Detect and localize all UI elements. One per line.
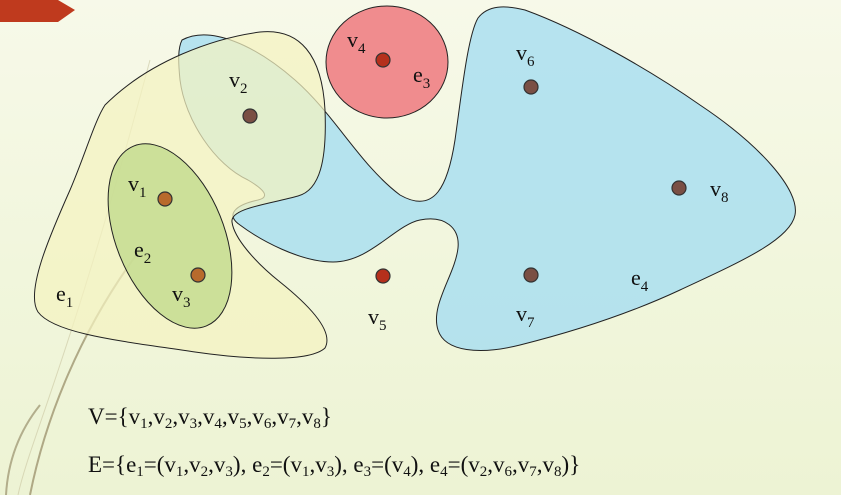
formula-member-v7: v7 [517, 452, 537, 480]
vertex-v7 [523, 267, 539, 283]
vertex-v3 [190, 267, 206, 283]
edge-label-e1: e1 [56, 281, 73, 311]
vertex-v2 [242, 108, 258, 124]
edge-label-e4: e4 [631, 265, 649, 295]
formula-edge-e1: e1 [126, 452, 144, 480]
vertex-label-v4: v4 [347, 27, 366, 57]
formula-vertex-v5: v5 [227, 404, 247, 432]
formula-edge-e4: e4 [429, 452, 448, 480]
formula-member-v2: v2 [189, 452, 209, 480]
formula-vertex-v4: v4 [202, 404, 222, 432]
formula-member-v1: v1 [164, 452, 184, 480]
formula-member-v4: v4 [391, 452, 411, 480]
formula-member-v3: v3 [315, 452, 335, 480]
formula-vertex-v3: v3 [178, 404, 198, 432]
decor-swoosh-line [5, 404, 41, 495]
formula-member-v3: v3 [213, 452, 233, 480]
formula-vertex-v1: v1 [128, 404, 148, 432]
formula-vertex-v2: v2 [153, 404, 173, 432]
vertex-label-v8: v8 [710, 176, 729, 206]
vertex-label-v6: v6 [516, 40, 535, 70]
vertex-v1 [157, 191, 173, 207]
vertex-v8 [671, 180, 687, 196]
vertex-v6 [523, 79, 539, 95]
edge-set-formula: E={e1=(v1,v2,v3), e2=(v1,v3), e3=(v4), e… [88, 452, 581, 480]
vertex-label-v1: v1 [128, 171, 147, 201]
formula-member-v8: v8 [542, 452, 562, 480]
vertex-set-formula: V={v1,v2,v3,v4,v5,v6,v7,v8} [88, 404, 332, 432]
formula-member-v1: v1 [290, 452, 310, 480]
formula-vertex-v7: v7 [277, 404, 297, 432]
formula-member-v2: v2 [468, 452, 488, 480]
hyperedge-e2 [107, 143, 233, 329]
formula-edge-e3: e3 [353, 452, 372, 480]
vertex-label-v2: v2 [229, 67, 248, 97]
edge-label-e2: e2 [134, 237, 151, 267]
vertex-label-v3: v3 [172, 281, 191, 311]
formula-vertex-v6: v6 [252, 404, 272, 432]
vertex-v5 [375, 268, 391, 284]
formula-edge-e2: e2 [252, 452, 270, 480]
vertex-label-v5: v5 [368, 304, 387, 334]
corner-tab [0, 0, 75, 22]
edge-label-e3: e3 [413, 62, 430, 92]
formula-member-v6: v6 [493, 452, 513, 480]
vertex-v4 [375, 52, 391, 68]
formula-vertex-v8: v8 [301, 404, 321, 432]
vertex-label-v7: v7 [516, 301, 535, 331]
